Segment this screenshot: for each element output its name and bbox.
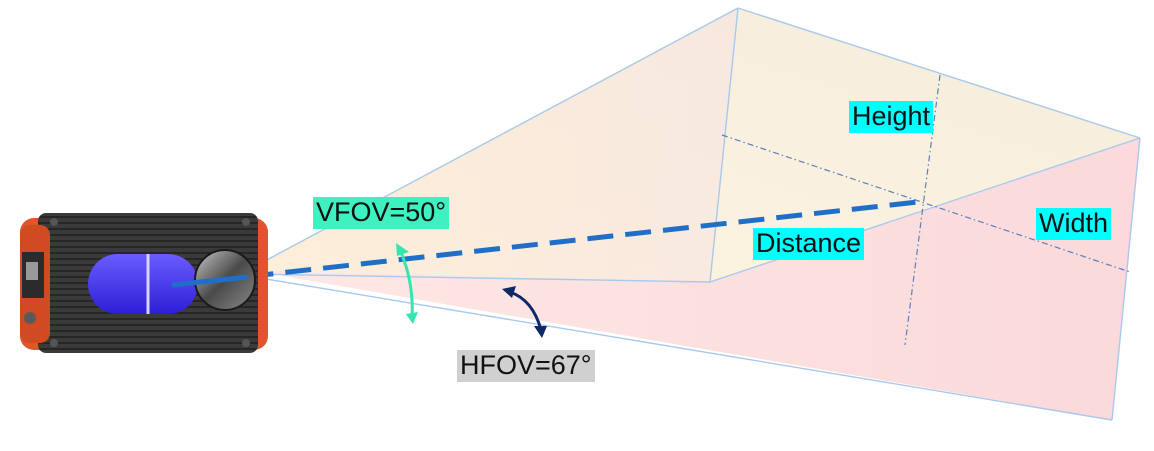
frustum-bottom-face [248, 138, 1140, 420]
distance-line [171, 199, 919, 288]
lens-window [88, 254, 198, 314]
vfov-label: VFOV=50° [313, 197, 450, 229]
hfov-label: HFOV=67° [457, 350, 595, 382]
hfov-arrow [502, 286, 547, 338]
distance-line-start [171, 274, 249, 288]
height-label: Height [849, 101, 934, 133]
frustum-left-face [248, 8, 738, 282]
distance-label: Distance [753, 228, 865, 260]
width-label: Width [1036, 208, 1112, 240]
vfov-arrow [396, 243, 418, 324]
tof-camera-icon [20, 213, 268, 353]
far-plane-axes [721, 74, 1131, 346]
